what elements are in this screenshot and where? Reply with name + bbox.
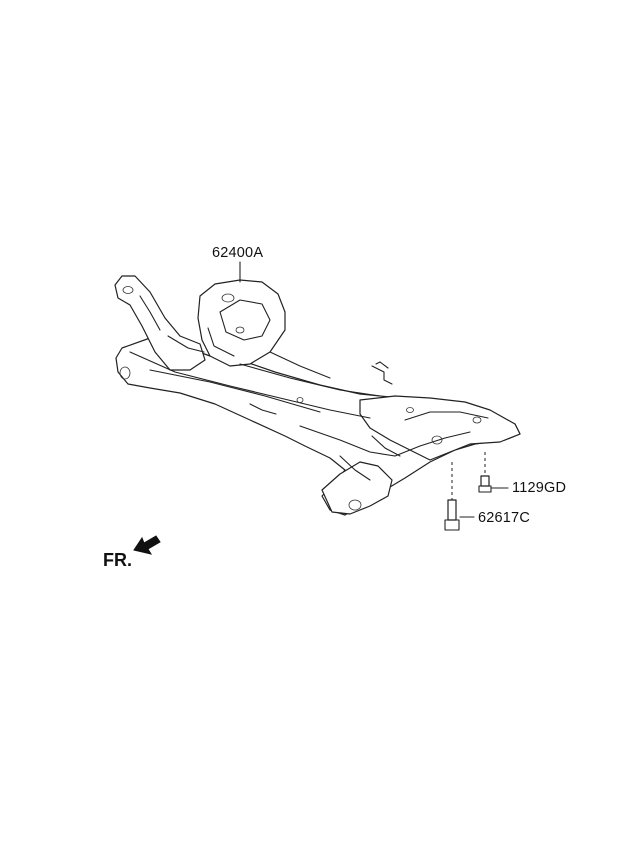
arrow-front-left-icon (133, 535, 161, 555)
front-subframe-crossmember (114, 275, 521, 516)
callout-62400a: 62400A (212, 245, 264, 261)
callout-62617c: 62617C (478, 510, 530, 526)
callout-1129gd: 1129GD (512, 480, 567, 496)
bolt-62617c (444, 462, 475, 531)
bolt-1129gd (478, 452, 509, 493)
front-direction-label: FR. (103, 550, 132, 570)
